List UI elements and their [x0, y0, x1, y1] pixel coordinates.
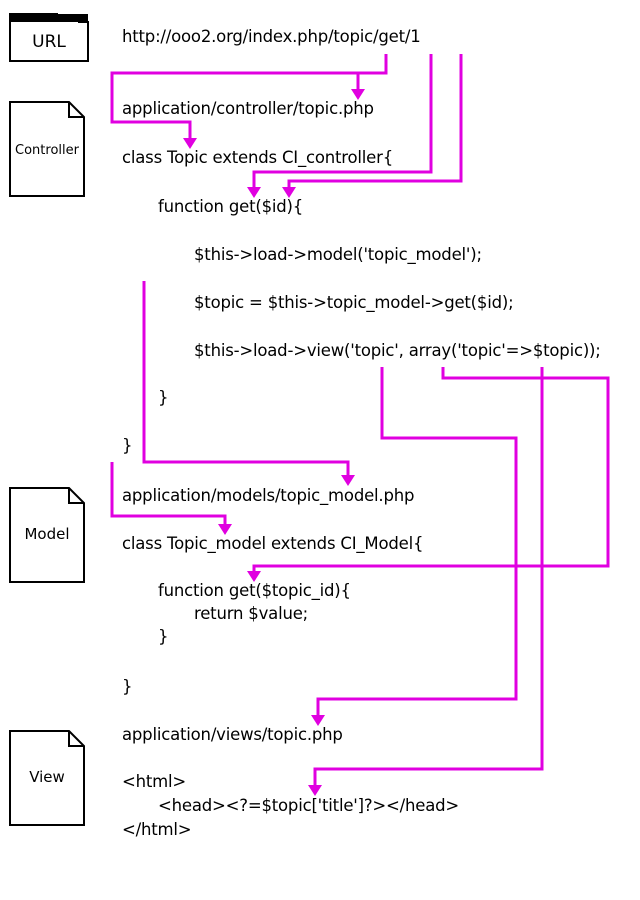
view-icon-label: View: [29, 768, 65, 786]
arrow-load-model-to-model-path: [142, 281, 350, 476]
html-open-tag: <html>: [122, 772, 187, 791]
url-text: http://ooo2.org/index.php/topic/get/1: [122, 27, 421, 46]
function-close-brace: }: [158, 388, 169, 407]
view-document-icon: View: [9, 730, 85, 826]
view-path: application/views/topic.php: [122, 725, 343, 744]
class-close-brace: }: [122, 436, 133, 455]
arrow-url-to-controller-class: [356, 71, 386, 90]
arrowhead-model-class: [218, 524, 232, 535]
controller-document-icon: Controller: [9, 101, 85, 197]
arrowhead-view-topic: [308, 785, 322, 796]
model-document-icon: Model: [9, 487, 85, 583]
load-view-line: $this->load->view('topic', array('topic'…: [194, 341, 601, 360]
model-path: application/models/topic_model.php: [122, 486, 415, 505]
arrowhead-model-path: [341, 475, 355, 486]
arrow-url-to-controller-path: [110, 54, 388, 138]
head-line: <head><?=$topic['title']?></head>: [158, 796, 460, 815]
arrow-url-method-to-function: [252, 54, 433, 188]
controller-icon-label: Controller: [15, 143, 79, 158]
arrowhead-model-get: [247, 571, 261, 582]
arrow-url-param-to-id: [287, 54, 463, 188]
controller-function-line: function get($id){: [158, 197, 304, 216]
get-topic-line: $topic = $this->topic_model->get($id);: [194, 293, 514, 312]
model-function-close-brace: }: [158, 627, 169, 646]
controller-path: application/controller/topic.php: [122, 99, 374, 118]
arrowhead-id: [282, 187, 296, 198]
model-icon-label: Model: [24, 525, 70, 543]
model-class-close-brace: }: [122, 677, 133, 696]
arrow-topic-data-to-view: [313, 367, 544, 786]
arrowhead-controller-path: [183, 138, 197, 149]
arrow-topic-var-to-model-get: [252, 367, 610, 572]
arrow-view-name-to-view-path: [316, 367, 518, 716]
url-folder-icon: URL: [9, 12, 89, 62]
arrowhead-controller-class: [351, 89, 365, 100]
load-model-line: $this->load->model('topic_model');: [194, 245, 482, 264]
html-close-tag: </html>: [122, 820, 192, 839]
return-value-line: return $value;: [194, 604, 309, 623]
url-icon-label: URL: [32, 32, 66, 52]
arrowhead-view-path: [311, 715, 325, 726]
model-function-line: function get($topic_id){: [158, 581, 351, 600]
controller-class-line: class Topic extends CI_controller{: [122, 148, 394, 167]
model-class-line: class Topic_model extends CI_Model{: [122, 534, 424, 553]
arrow-model-path-to-model-class: [110, 462, 227, 525]
arrowhead-function: [247, 187, 261, 198]
